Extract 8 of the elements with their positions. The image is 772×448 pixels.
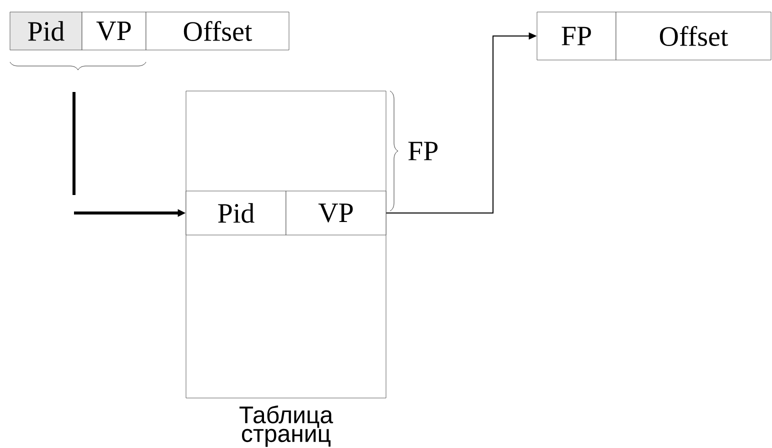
table-cell: VP [286,190,386,236]
field-cell: VP [82,12,146,50]
field-cell: Pid [10,12,82,50]
field-cell: Offset [616,12,772,60]
field-cell: FP [536,12,616,60]
node-label: Таблица страниц [239,406,334,447]
brace-label: FP [408,142,438,160]
table-cell: Pid [186,190,286,236]
